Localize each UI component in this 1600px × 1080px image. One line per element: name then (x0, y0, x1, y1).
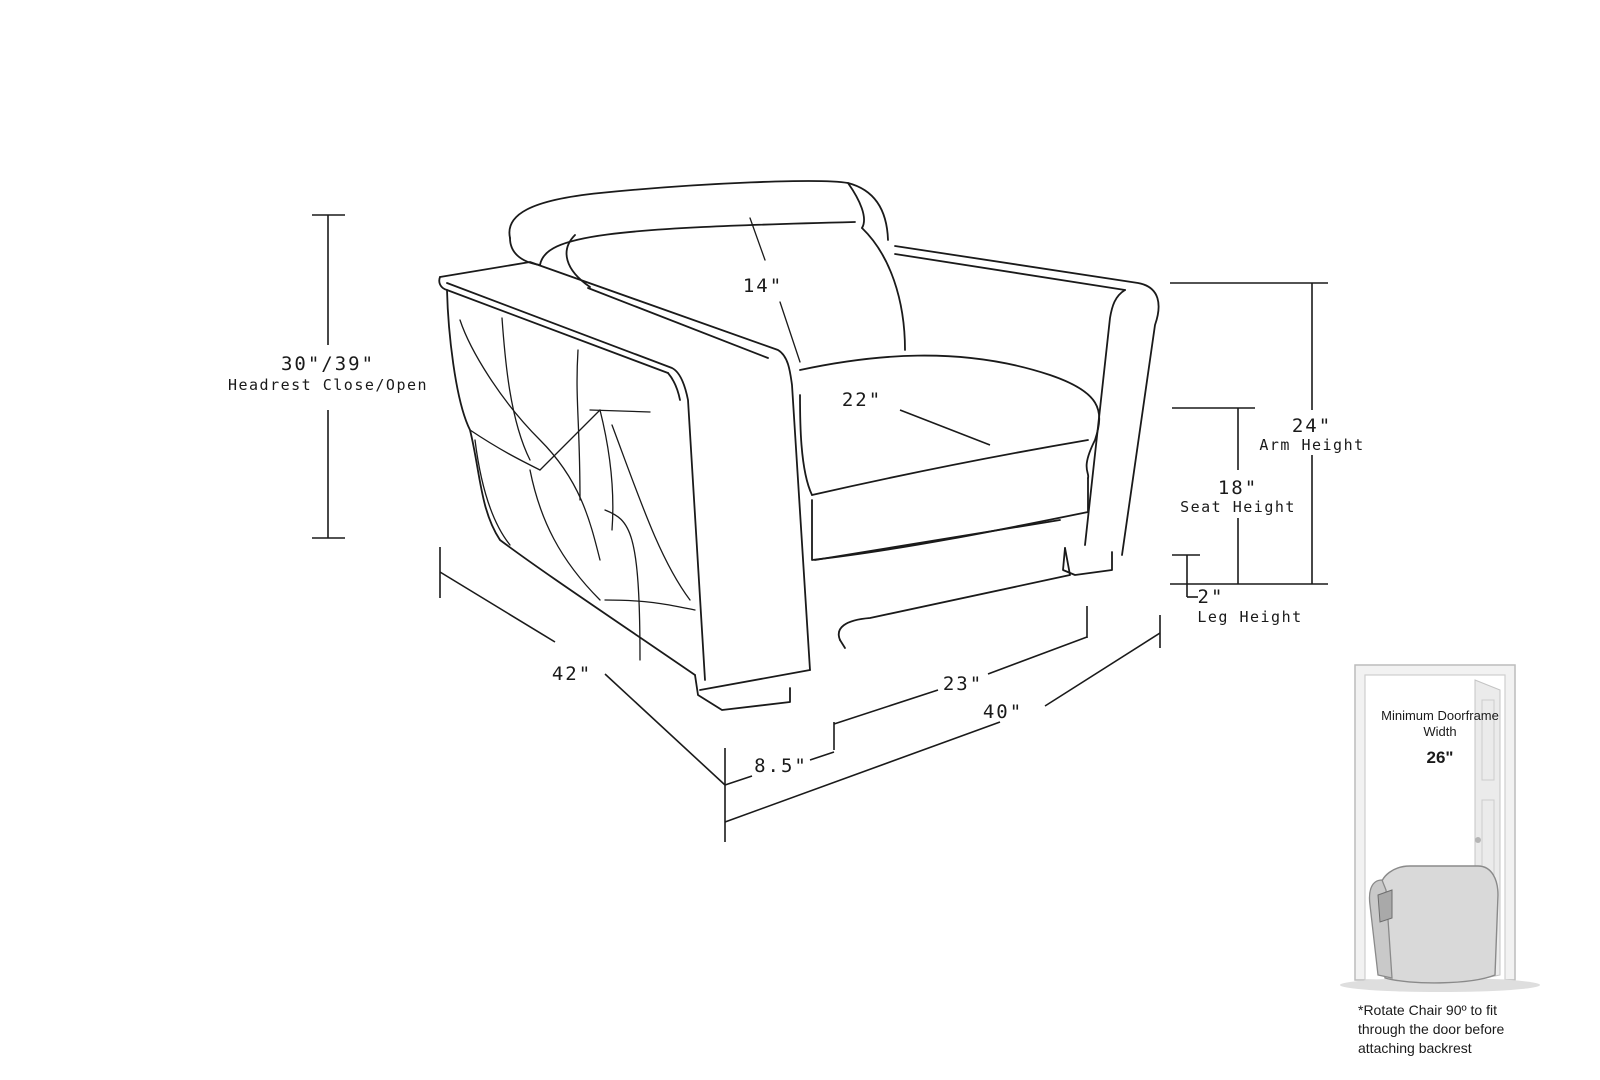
arm-width-label: 8.5" (754, 755, 808, 777)
seat-width-label: 23" (943, 673, 983, 695)
doorframe-title-line1: Minimum Doorframe (1381, 708, 1499, 723)
arm-height-caption: Arm Height (1259, 436, 1364, 454)
seat-height-value: 18" (1218, 477, 1258, 499)
seat-depth-label: 22" (842, 389, 882, 411)
doorframe-inset (1340, 664, 1540, 992)
headrest-tilt-label: 14" (743, 275, 783, 297)
doorframe-width-value: 26" (1427, 748, 1454, 767)
leg-height-value: 2" (1198, 586, 1225, 608)
arm-height-value: 24" (1292, 415, 1332, 437)
doorframe-title-line2: Width (1423, 724, 1456, 739)
width-label: 40" (983, 701, 1023, 723)
doorframe-note-line2: through the door before (1358, 1021, 1505, 1037)
depth-label: 42" (552, 663, 592, 685)
doorframe-note-line3: attaching backrest (1358, 1040, 1472, 1056)
rotated-chair-icon (1368, 865, 1499, 984)
total-height-value: 30"/39" (281, 353, 375, 375)
seat-height-caption: Seat Height (1180, 498, 1296, 516)
leg-height-caption: Leg Height (1197, 608, 1302, 626)
total-height-caption: Headrest Close/Open (228, 376, 428, 394)
doorframe-note-line1: *Rotate Chair 90º to fit (1358, 1002, 1497, 1018)
dimension-lines (312, 214, 1328, 842)
armchair-drawing (438, 180, 1160, 711)
